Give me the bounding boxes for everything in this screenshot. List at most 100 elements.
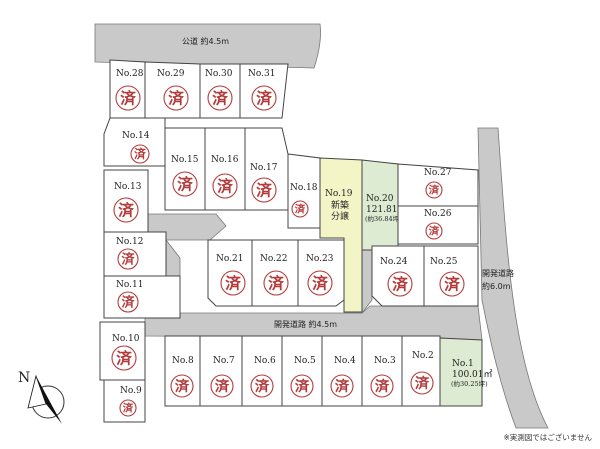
sold-stamp: 済 <box>163 85 189 111</box>
lot-15: No.15済 <box>164 127 206 211</box>
sold-stamp: 済 <box>291 200 309 218</box>
lot-8: No.8 済 <box>164 335 201 407</box>
east-road <box>477 127 549 429</box>
svg-text:済: 済 <box>134 147 146 161</box>
svg-text:開発道路: 開発道路 <box>482 268 514 278</box>
svg-text:済: 済 <box>217 176 233 195</box>
lot-10: No.10済 <box>99 321 146 381</box>
sold-stamp: 済 <box>117 291 139 313</box>
sold-stamp: 済 <box>111 345 137 371</box>
lot-30-label: No.30 <box>205 69 233 79</box>
lot-10-label: No.10 <box>112 334 140 344</box>
lot-24: No.24 済 <box>371 245 425 307</box>
svg-text:済: 済 <box>335 377 350 395</box>
sold-stamp: 済 <box>410 371 434 395</box>
lot-16: No.16 済 <box>204 127 246 211</box>
lot-17-label: No.17 <box>250 163 278 173</box>
lot-5: No.5 済 <box>281 335 323 407</box>
svg-text:済: 済 <box>415 374 430 392</box>
svg-text:済: 済 <box>175 377 190 395</box>
lot-19-label: No.19 <box>325 189 353 199</box>
svg-text:済: 済 <box>295 377 310 395</box>
svg-text:済: 済 <box>121 295 135 311</box>
lot-13-label: No.13 <box>114 182 142 192</box>
lot-4-label: No.4 <box>334 356 356 366</box>
lot-22-label: No.22 <box>260 254 287 264</box>
lot-23: No.23済 <box>297 239 345 307</box>
lot-7: No.7 済 <box>199 335 243 407</box>
sold-stamp: 済 <box>425 222 443 240</box>
lot-14: No.14 済 <box>103 117 166 167</box>
sold-stamp: 済 <box>172 171 198 197</box>
compass-north-label: N <box>18 370 30 386</box>
sold-stamp: 済 <box>370 374 394 398</box>
lot-28-label: No.28 <box>116 69 144 79</box>
lot-29-label: No.29 <box>157 69 185 79</box>
sold-stamp: 済 <box>263 270 289 296</box>
svg-text:済: 済 <box>256 180 272 199</box>
lot-2-outline <box>401 335 441 407</box>
svg-text:済: 済 <box>120 88 136 107</box>
lot-31-label: No.31 <box>248 69 275 79</box>
lot-16-label: No.16 <box>211 155 239 165</box>
sold-stamp: 済 <box>113 197 139 223</box>
lot-25: No.25済 <box>423 245 479 307</box>
sold-stamp: 済 <box>330 374 354 398</box>
public-road-label: 公道 約4.5m <box>182 36 229 46</box>
sold-stamp: 済 <box>119 399 137 417</box>
svg-text:済: 済 <box>256 88 272 107</box>
sold-stamp: 済 <box>425 181 443 199</box>
svg-text:済: 済 <box>212 88 228 107</box>
lot-11-label: No.11 <box>116 280 143 290</box>
lot-2-label: No.2 <box>412 351 434 361</box>
lot-7-label: No.7 <box>213 356 235 366</box>
lot-6-label: No.6 <box>254 356 276 366</box>
svg-text:済: 済 <box>255 377 270 395</box>
disclaimer-note: ※実測図ではございません <box>503 433 592 442</box>
lot-29: No.29 済 <box>144 61 201 119</box>
sold-stamp: 済 <box>212 173 238 199</box>
lot-9: No.9済 <box>103 379 146 423</box>
sold-stamp: 済 <box>251 85 277 111</box>
svg-text:済: 済 <box>121 252 135 268</box>
svg-text:済: 済 <box>123 402 134 415</box>
main-development-road-label: 開発道路 約4.5m <box>274 319 337 329</box>
east-road-label: 開発道路 約6.0m <box>482 268 514 291</box>
svg-text:済: 済 <box>295 203 306 216</box>
lot-19-info: 新築 <box>331 199 349 211</box>
lot-1-label: No.1 <box>452 359 474 369</box>
lot-18-label: No.18 <box>290 183 318 193</box>
lot-15-outline <box>164 127 206 211</box>
lot-8-label: No.8 <box>172 356 194 366</box>
sold-stamp: 済 <box>210 374 234 398</box>
lot-1-area: 100.01㎡ <box>452 369 493 380</box>
lot-27-label: No.27 <box>424 168 452 178</box>
sold-stamp: 済 <box>115 85 141 111</box>
svg-text:済: 済 <box>118 200 134 219</box>
svg-text:済: 済 <box>429 184 440 197</box>
lot-24-label: No.24 <box>380 257 408 267</box>
lot-14-label: No.14 <box>122 131 150 141</box>
lot-20-label: No.20 <box>366 194 394 204</box>
lot-19-info: 分譲 <box>331 210 349 222</box>
lot-17: No.17 済 <box>244 127 289 211</box>
lot-5-label: No.5 <box>294 356 316 366</box>
svg-text:済: 済 <box>215 377 230 395</box>
lot-2: No.2 済 <box>401 335 441 407</box>
lot-6: No.6 済 <box>241 335 283 407</box>
lot-4: No.4 済 <box>321 335 363 407</box>
sold-stamp: 済 <box>220 270 246 296</box>
lot-3-label: No.3 <box>374 356 396 366</box>
svg-text:済: 済 <box>177 174 193 193</box>
svg-text:済: 済 <box>225 273 241 292</box>
sold-stamp: 済 <box>290 374 314 398</box>
lot-30: No.30 済 <box>199 63 241 119</box>
lot-25-label: No.25 <box>430 257 458 267</box>
sold-stamp: 済 <box>170 374 194 398</box>
lot-28: No.28 済 <box>109 59 146 119</box>
sold-stamp: 済 <box>387 271 413 297</box>
lot-22: No.22 済 <box>251 239 299 307</box>
